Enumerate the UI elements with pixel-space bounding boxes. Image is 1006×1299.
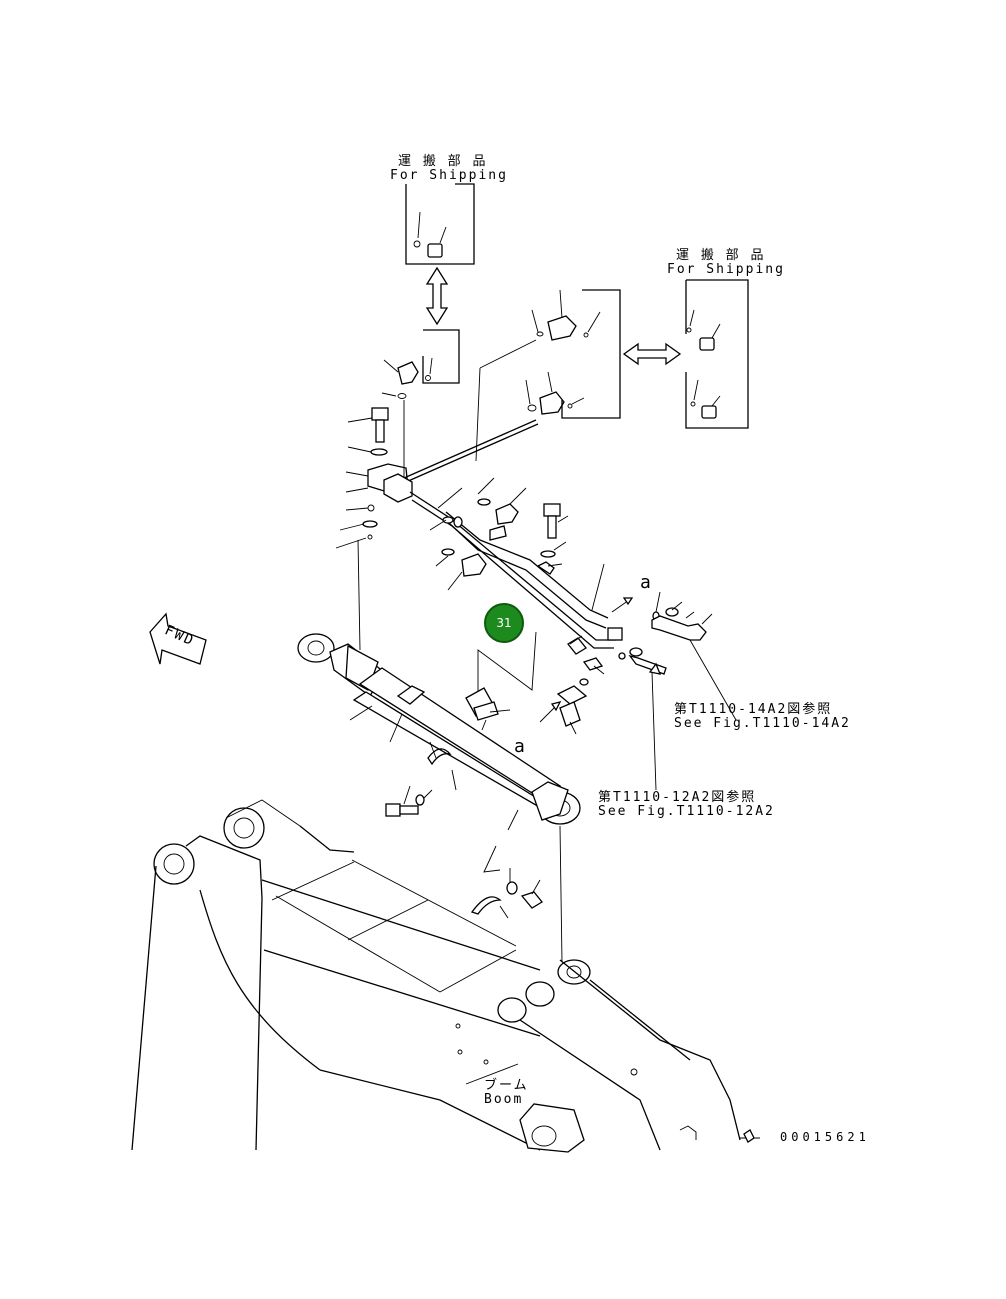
boom-assembly <box>131 799 760 1153</box>
junction-block <box>383 473 413 503</box>
boom-label-en: Boom <box>484 1092 524 1107</box>
ref-arrow-a-top <box>611 597 634 613</box>
clamp-brackets-center <box>465 635 605 735</box>
ref-label-a-cylinder: a <box>514 736 527 757</box>
fwd-arrow <box>149 612 207 665</box>
bracket-box-right <box>561 289 621 419</box>
for-shipping-top-jp: 運 搬 部 品 <box>398 154 488 169</box>
double-arrow-horizontal <box>622 342 682 366</box>
fittings-right <box>525 289 577 415</box>
shipping-box-small <box>422 329 460 384</box>
hydraulic-cylinder <box>297 539 581 963</box>
fig-ref-14a2-jp: 第T1110-14A2図参照 <box>674 702 833 717</box>
ref-label-a-top: a <box>640 572 653 593</box>
for-shipping-right-jp: 運 搬 部 品 <box>676 248 766 263</box>
elbow-fitting-left <box>381 359 419 399</box>
shipping-box-top <box>405 183 475 265</box>
drawing-number: 00015621 <box>780 1130 870 1144</box>
long-tube <box>403 339 539 483</box>
leader-lines-fig-refs <box>648 639 737 791</box>
shipping-box-right <box>685 279 749 429</box>
half-clamp-lower <box>385 741 457 817</box>
fig-ref-12a2-en: See Fig.T1110-12A2 <box>598 804 775 819</box>
boom-label-jp: ブーム <box>484 1078 529 1093</box>
half-clamp-rod-end <box>470 809 543 919</box>
double-arrow-vertical <box>425 266 449 326</box>
fig-ref-12a2-jp: 第T1110-12A2図参照 <box>598 790 757 805</box>
part-callout-31[interactable]: 31 <box>484 603 524 643</box>
hydraulic-pipes <box>409 491 623 649</box>
pipe-bolts <box>429 477 605 611</box>
for-shipping-top-en: For Shipping <box>390 168 508 183</box>
fig-ref-14a2-en: See Fig.T1110-14A2 <box>674 716 851 731</box>
for-shipping-right-en: For Shipping <box>667 262 785 277</box>
zigzag-leader <box>477 631 537 694</box>
bolt-set-right <box>618 591 713 675</box>
